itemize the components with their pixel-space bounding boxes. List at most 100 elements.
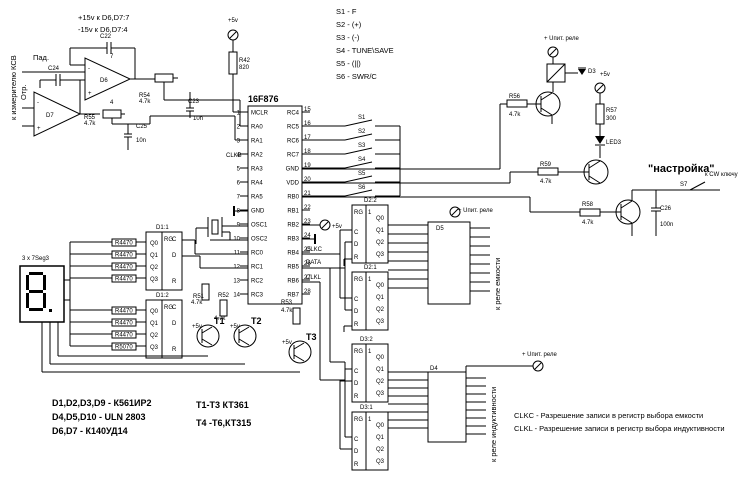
svg-text:+: + (37, 126, 41, 132)
svg-text:Q2: Q2 (150, 333, 159, 339)
transistor-label: T2 (251, 316, 262, 326)
mcu-pin-name: RC4 (287, 111, 300, 117)
svg-text:Q3: Q3 (150, 345, 159, 351)
mcu-pin-number: 25 (304, 247, 311, 253)
svg-text:Q2: Q2 (150, 265, 159, 271)
mcu-pin-number: 2 (237, 125, 241, 131)
cw-key-label: к CW ключу (705, 172, 738, 178)
r58-value: 4.7k (582, 220, 594, 226)
mcu-pin-number: 20 (304, 177, 311, 183)
svg-text:4: 4 (110, 100, 114, 106)
relay-c-label: к реле емкости (493, 258, 502, 310)
svg-text:Q3: Q3 (376, 459, 385, 465)
relay-supply-mid-label: + Uпит. реле (458, 208, 493, 214)
tune-transistor (615, 199, 641, 225)
otr-label: Отр. (19, 84, 28, 100)
mcu-pin-name: RA4 (251, 181, 263, 187)
r42-label: R42 (239, 58, 251, 64)
svg-text:Q0: Q0 (376, 283, 385, 289)
c25-label: C25 (136, 124, 148, 130)
c26-value: 100n (660, 222, 673, 228)
r54-resistor (154, 73, 174, 83)
transistor-label: T3 (306, 332, 317, 342)
mcu-pin-number: 19 (304, 163, 311, 169)
r59-label: R59 (540, 162, 552, 168)
crystal (195, 217, 248, 244)
svg-text:C: C (354, 437, 359, 443)
transistor: T2 (233, 316, 262, 348)
switch-s4[interactable] (344, 161, 373, 169)
r42-resistor (228, 51, 238, 75)
c22-label: C22 (100, 34, 112, 40)
mcu-pin-name: RC5 (287, 125, 300, 131)
legend-tr1: T1-T3 КТ361 (196, 400, 249, 410)
svg-text:RG: RG (164, 237, 173, 243)
switch-s3[interactable] (344, 147, 373, 155)
r59-resistor (537, 167, 559, 176)
driver-d5: D5 (427, 221, 471, 305)
svg-text:1: 1 (368, 277, 372, 283)
mcu-pin-name: GND (286, 167, 300, 173)
switch-s2[interactable] (344, 133, 373, 141)
mcu-pin-number: 17 (304, 135, 311, 141)
to-meter-label: к измерителю КСВ (9, 55, 18, 120)
mcu-chip (247, 105, 303, 305)
mcu-pin-number: 21 (304, 191, 311, 197)
legend-ic2: D4,D5,D10 - ULN 2803 (52, 412, 146, 422)
r53-label: R53 (281, 300, 293, 306)
r56-resistor (506, 99, 528, 108)
legend-clkl-note: CLKL - Разрешение записи в регистр выбор… (514, 424, 725, 433)
r55-resistor (102, 109, 122, 119)
switch-legend-s2: S2 - (+) (336, 20, 362, 29)
svg-text:1: 1 (368, 210, 372, 216)
r42-value: 820 (239, 65, 250, 71)
r56-value: 4.7k (509, 112, 521, 118)
r58-label: R58 (582, 202, 594, 208)
mcu-pin-name: RC1 (251, 265, 264, 271)
svg-text:RG: RG (164, 305, 173, 311)
svg-text:R: R (354, 322, 359, 328)
pad-label: Пад. (33, 53, 49, 62)
r52-label: R52 (218, 293, 230, 299)
switch-s6[interactable] (344, 189, 373, 197)
svg-text:Q2: Q2 (376, 307, 385, 313)
svg-text:D: D (172, 321, 177, 327)
switch-id-label: S3 (358, 143, 366, 149)
digit-resistor-label: R4470 (115, 241, 133, 247)
mcu-pin-number: 4 (237, 153, 241, 159)
mcu-pin-number: 15 (304, 107, 311, 113)
tuning-label: "настройка" (648, 163, 715, 175)
switch-s1[interactable] (344, 119, 373, 127)
relay-supply-bot-label: + Uпит. реле (522, 352, 557, 358)
led-transistor (583, 159, 609, 185)
svg-text:D1:1: D1:1 (156, 225, 169, 231)
digit-resistor-label: R4470 (115, 309, 133, 315)
digit-resistor-label: R4470 (115, 333, 133, 339)
svg-text:D: D (354, 309, 359, 315)
seven-seg-display: 3 x 7Seg3 (19, 256, 65, 323)
svg-text:D: D (354, 242, 359, 248)
svg-text:C: C (172, 305, 177, 311)
svg-text:1: 1 (368, 417, 372, 423)
svg-text:D3:2: D3:2 (360, 337, 373, 343)
svg-text:Q1: Q1 (376, 367, 385, 373)
mcu-pin-number: 18 (304, 149, 311, 155)
svg-text:D2:2: D2:2 (364, 198, 377, 204)
r59-value: 4.7k (540, 179, 552, 185)
clkc-signal-label: CLKC (306, 247, 323, 253)
digit-resistor-label: R4470 (115, 321, 133, 327)
svg-text:C: C (354, 297, 359, 303)
mcu-pin-name: RC3 (251, 293, 264, 299)
mcu-pin-number: 1 (237, 111, 241, 117)
r51-label: R51 (193, 294, 205, 300)
r53-resistor (292, 307, 301, 325)
svg-text:Q1: Q1 (376, 435, 385, 441)
opamp-d7: -+ D7 (33, 91, 82, 137)
svg-text:D7: D7 (46, 113, 54, 119)
svg-text:R: R (354, 255, 359, 261)
mcu-pin-name: RB2 (287, 223, 299, 229)
switch-s5[interactable] (344, 175, 373, 183)
legend-tr2: T4 -T6,КТ315 (196, 418, 251, 428)
